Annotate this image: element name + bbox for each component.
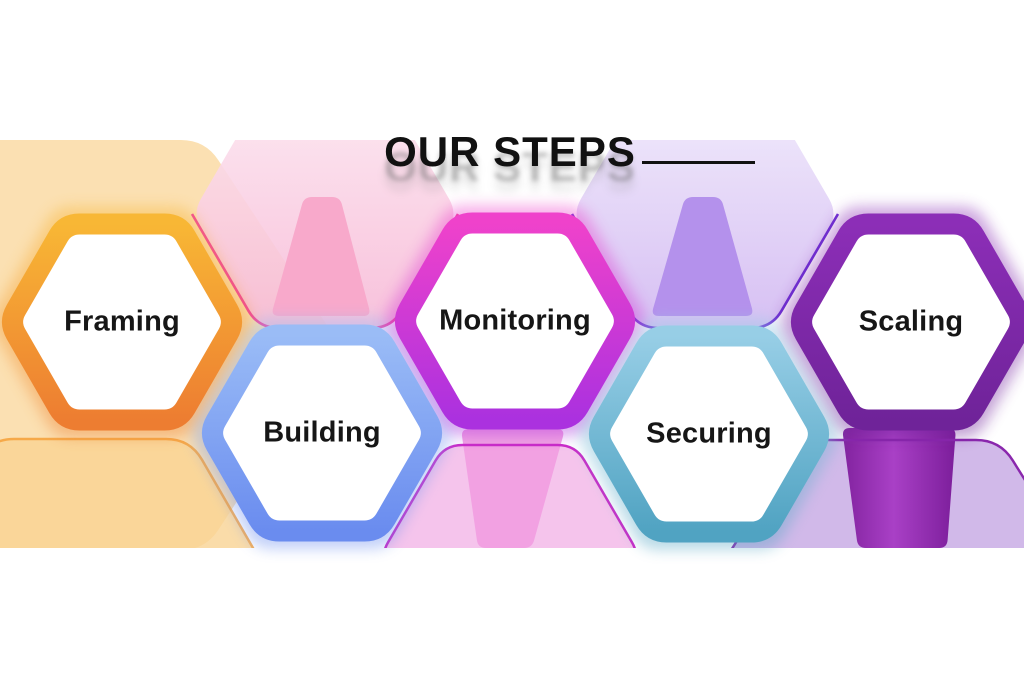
hexagon-framing: [2, 213, 242, 431]
hexagon-scaling: [791, 213, 1024, 431]
hexagon-label-scaling: Scaling: [858, 305, 964, 338]
hexagon-monitoring: [395, 212, 635, 430]
echo-outline-violet: [731, 438, 1024, 548]
beam-below-monitoring: [461, 429, 564, 548]
beam-above-building: [272, 197, 370, 316]
hexagon-building: [202, 324, 442, 542]
beam-above-securing: [652, 197, 753, 316]
hexagon-label-framing: Framing: [64, 305, 180, 338]
title-rule: [642, 161, 755, 164]
beam-below-scaling: [842, 428, 956, 548]
hexagon-label-building: Building: [263, 416, 381, 449]
background-decor: [0, 140, 1024, 548]
echo-hexagon-below-framing: [0, 437, 255, 548]
hexagon-label-securing: Securing: [646, 417, 772, 450]
hexagon-label-monitoring: Monitoring: [439, 304, 591, 337]
echo-outline-magenta: [384, 443, 636, 548]
hexagon-securing: [589, 325, 829, 543]
page-title: OUR STEPS: [384, 128, 636, 175]
